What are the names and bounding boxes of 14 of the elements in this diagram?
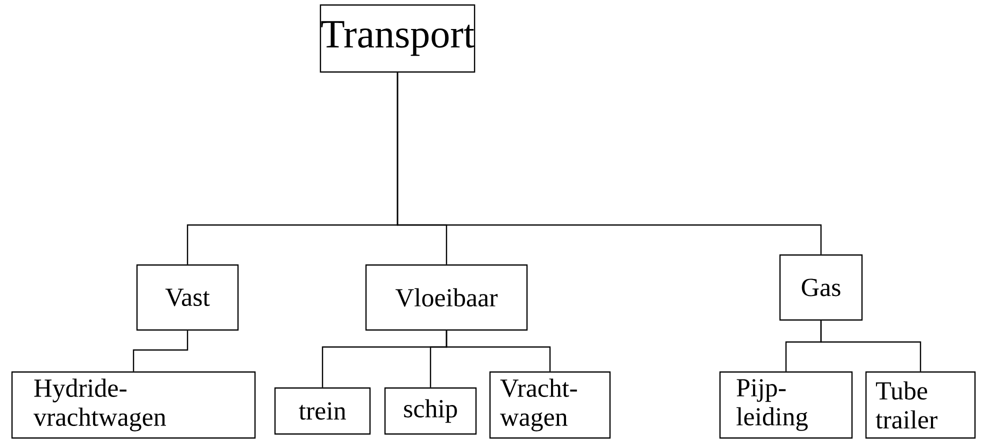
category-box: trein bbox=[274, 387, 371, 435]
category-box: Vracht- wagen bbox=[489, 371, 611, 439]
connector-line bbox=[446, 330, 551, 372]
category-box: Vloeibaar bbox=[365, 264, 528, 331]
category-box: Vast bbox=[136, 264, 239, 331]
category-box: Tube trailer bbox=[865, 371, 976, 439]
category-box: schip bbox=[384, 387, 477, 435]
connector-line bbox=[820, 320, 922, 372]
category-box: Hydride- vrachtwagen bbox=[11, 371, 256, 439]
category-box: Transport bbox=[320, 4, 476, 73]
connector-line bbox=[396, 72, 822, 254]
category-box: Gas bbox=[779, 254, 863, 321]
connector-line bbox=[132, 330, 188, 372]
category-box: Pijp- leiding bbox=[719, 371, 853, 439]
